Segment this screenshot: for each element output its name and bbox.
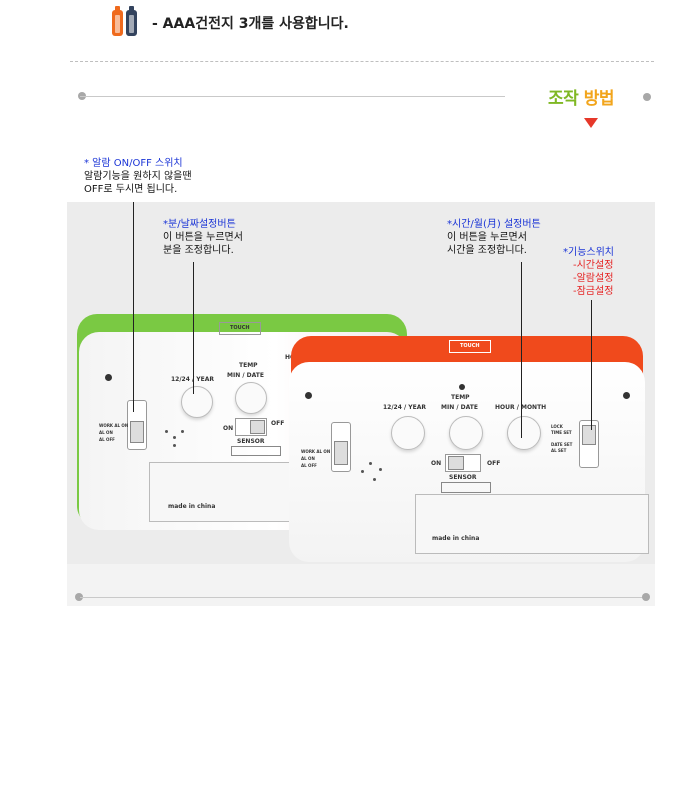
bottom-divider-dot-left [75, 593, 83, 601]
leader-line-min-date [193, 262, 194, 394]
alarm-switch-note-line1: 알람기능을 원하지 않을땐 [84, 171, 192, 182]
red-clock-face: TOUCH TEMP 12/24 / YEAR MIN / DATE HOUR … [289, 340, 649, 562]
divider-dot-right [643, 93, 651, 101]
red-temp-label: TEMP [451, 394, 470, 401]
function-switch-item-1: -알람설정 [573, 273, 614, 284]
red-touch-label: TOUCH [449, 340, 491, 353]
red-alarm-sw-label-2: AL OFF [301, 463, 317, 468]
green-on-off-switch[interactable] [235, 418, 267, 436]
min-date-button-note: *분/날짜설정버튼 이 버튼을 누르면서 분을 조정합니다. [163, 218, 243, 257]
green-btn1-label: 12/24 / YEAR [171, 376, 214, 383]
red-alarm-sw-label-0: WORK AL ON [301, 449, 331, 454]
function-switch-item-0: -시간설정 [573, 260, 614, 271]
red-min-date-button[interactable] [449, 416, 483, 450]
red-btn1-label: 12/24 / YEAR [383, 404, 426, 411]
leader-line-alarm-switch [133, 202, 134, 412]
min-date-note-line2: 분을 조정합니다. [163, 245, 234, 256]
hour-month-note-line2: 시간을 조정합니다. [447, 245, 527, 256]
green-touch-label: TOUCH [219, 322, 261, 335]
product-photo: TOUCH TEMP 12/24 / YEAR MIN / DATE HOUR … [67, 202, 655, 564]
green-alarm-sw-label-2: AL OFF [99, 437, 115, 442]
green-12-24-year-button[interactable] [181, 386, 213, 418]
green-off-label: OFF [271, 420, 285, 427]
red-sensor-hole [459, 384, 465, 390]
green-alarm-sw-label-0: WORK AL ON [99, 423, 129, 428]
alarm-switch-note-line2: OFF로 두시면 됩니다. [84, 184, 178, 195]
red-speaker-dot [369, 462, 372, 465]
red-switch-knob[interactable] [448, 456, 464, 470]
green-speaker-dot [181, 430, 184, 433]
red-speaker-dot [373, 478, 376, 481]
green-alarm-sw-labels: WORK AL ON AL ON AL OFF [99, 422, 128, 443]
photo-bottom-band [67, 564, 655, 606]
red-on-off-switch[interactable] [445, 454, 481, 472]
red-alarm-sw-labels: WORK AL ON AL ON AL OFF [301, 448, 330, 469]
function-switch-note: *기능스위치 -시간설정 -알람설정 -잠금설정 [563, 246, 614, 298]
section-title-part1: 조작 [548, 89, 579, 109]
green-temp-label: TEMP [239, 362, 258, 369]
green-speaker-dot [173, 444, 176, 447]
red-speaker-dot [361, 470, 364, 473]
green-sensor-label: SENSOR [237, 438, 265, 445]
section-divider [80, 96, 505, 97]
section-title-part2: 방법 [583, 89, 615, 109]
hour-month-note-line1: 이 버튼을 누르면서 [447, 232, 527, 243]
green-alarm-sw-label-1: AL ON [99, 430, 113, 435]
red-func-sw-label-3: AL SET [551, 448, 567, 453]
battery-orange-icon [112, 6, 123, 36]
red-sensor-label: SENSOR [449, 474, 477, 481]
green-switch-knob[interactable] [250, 420, 265, 434]
down-triangle-icon [584, 118, 598, 128]
red-sensor-window [441, 482, 491, 493]
red-12-24-year-button[interactable] [391, 416, 425, 450]
hour-month-note-title: *시간/월(月) 설정버튼 [447, 219, 541, 230]
red-func-sw-label-2: DATE SET [551, 442, 573, 447]
battery-text: - AAA건전지 3개를 사용합니다. [152, 16, 349, 32]
dashed-divider [70, 61, 654, 62]
red-speaker-dot [379, 468, 382, 471]
red-function-switch-knob[interactable] [582, 425, 596, 445]
function-switch-note-title: *기능스위치 [563, 247, 614, 258]
red-hour-month-button[interactable] [507, 416, 541, 450]
red-alarm-switch[interactable] [331, 422, 351, 472]
red-func-sw-label-1: TIME SET [551, 430, 572, 435]
red-function-switch[interactable] [579, 420, 599, 468]
red-battery-cover: made in china [415, 494, 649, 554]
min-date-note-title: *분/날짜설정버튼 [163, 219, 236, 230]
hour-month-button-note: *시간/월(月) 설정버튼 이 버튼을 누르면서 시간을 조정합니다. [447, 218, 541, 257]
red-btn3-label: HOUR / MONTH [495, 404, 547, 411]
min-date-note-line1: 이 버튼을 누르면서 [163, 232, 243, 243]
green-sensor-window [231, 446, 281, 456]
red-screw-hole-right [623, 392, 630, 399]
leader-line-hour-month [521, 262, 522, 438]
green-alarm-switch[interactable] [127, 400, 147, 450]
red-func-sw-labels: LOCK TIME SET DATE SET AL SET [551, 424, 572, 454]
red-on-label: ON [431, 460, 442, 467]
green-screw-hole [105, 374, 112, 381]
battery-info: - AAA건전지 3개를 사용합니다. [112, 6, 349, 40]
red-off-label: OFF [487, 460, 501, 467]
alarm-switch-note-title: * 알람 ON/OFF 스위치 [84, 158, 183, 169]
function-switch-item-2: -잠금설정 [573, 286, 614, 297]
battery-navy-icon [126, 6, 137, 36]
green-made-in-label: made in china [168, 503, 216, 510]
green-battery-cover: made in china [149, 462, 311, 522]
section-title: 조작 방법 [548, 84, 614, 109]
red-alarm-sw-label-1: AL ON [301, 456, 315, 461]
green-btn2-label: MIN / DATE [227, 372, 264, 379]
green-on-label: ON [223, 425, 234, 432]
leader-line-function-switch [591, 300, 592, 430]
red-screw-hole-left [305, 392, 312, 399]
bottom-divider [80, 597, 646, 598]
red-btn2-label: MIN / DATE [441, 404, 478, 411]
green-speaker-dot [173, 436, 176, 439]
red-func-sw-label-0: LOCK [551, 424, 563, 429]
green-alarm-switch-knob[interactable] [130, 421, 144, 443]
green-speaker-dot [165, 430, 168, 433]
bottom-divider-dot-right [642, 593, 650, 601]
alarm-switch-note: * 알람 ON/OFF 스위치 알람기능을 원하지 않을땐 OFF로 두시면 됩… [84, 157, 192, 196]
red-alarm-switch-knob[interactable] [334, 441, 348, 465]
green-min-date-button[interactable] [235, 382, 267, 414]
red-made-in-label: made in china [432, 535, 480, 542]
